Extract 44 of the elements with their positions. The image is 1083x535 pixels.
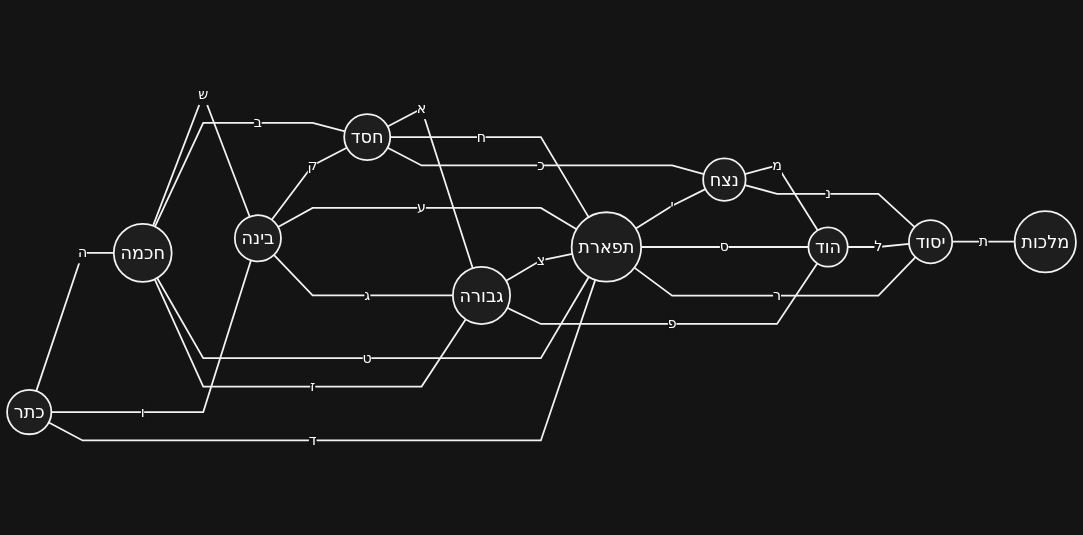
edge-label: ר xyxy=(773,286,782,304)
edge-label: נ xyxy=(825,184,831,202)
connector xyxy=(744,164,819,232)
connector xyxy=(270,146,348,221)
connector xyxy=(47,279,597,442)
edge-label: ע xyxy=(417,199,426,216)
edge-label: פ xyxy=(667,315,677,332)
edge-label: ה xyxy=(77,244,88,261)
node-circle: כתר xyxy=(6,389,53,436)
connector xyxy=(634,188,707,230)
connector xyxy=(744,184,916,228)
edge-label: מ xyxy=(772,156,782,174)
edge-label: צ xyxy=(536,251,546,269)
edge-label: ס xyxy=(719,238,729,255)
edge-label: ח xyxy=(476,128,487,146)
node-circle: תפארת xyxy=(570,211,643,283)
node-circle: חכמה xyxy=(112,223,173,283)
edge-label: א xyxy=(416,99,427,117)
connector xyxy=(506,262,819,325)
edge-label: ת xyxy=(978,232,989,250)
edge-label: ג xyxy=(364,286,371,304)
node-circle: מלכות xyxy=(1013,210,1077,274)
connector xyxy=(156,276,590,360)
node-circle: יסוד xyxy=(908,219,954,265)
edge-label: ז xyxy=(310,377,316,395)
edge-label: ל xyxy=(874,238,883,255)
connector xyxy=(277,207,578,231)
edge-label: כ xyxy=(537,156,545,174)
node-circle: חסד xyxy=(343,113,392,161)
edge-label: ב xyxy=(253,114,263,131)
edge-label: ד xyxy=(308,431,317,449)
connector xyxy=(386,146,705,175)
connector xyxy=(154,122,346,228)
node-circle: הוד xyxy=(807,226,849,268)
node-circle: בינה xyxy=(233,214,282,263)
edge-label: י xyxy=(670,196,674,214)
edge-label: ט xyxy=(362,349,372,367)
node-circle: נצח xyxy=(702,157,747,202)
edge-label: ק xyxy=(307,156,318,174)
node-circle: גבורה xyxy=(451,265,511,325)
connector xyxy=(153,278,467,388)
connector xyxy=(633,256,917,297)
edge-label: ו xyxy=(140,403,145,421)
edge-label: ש xyxy=(198,85,209,103)
